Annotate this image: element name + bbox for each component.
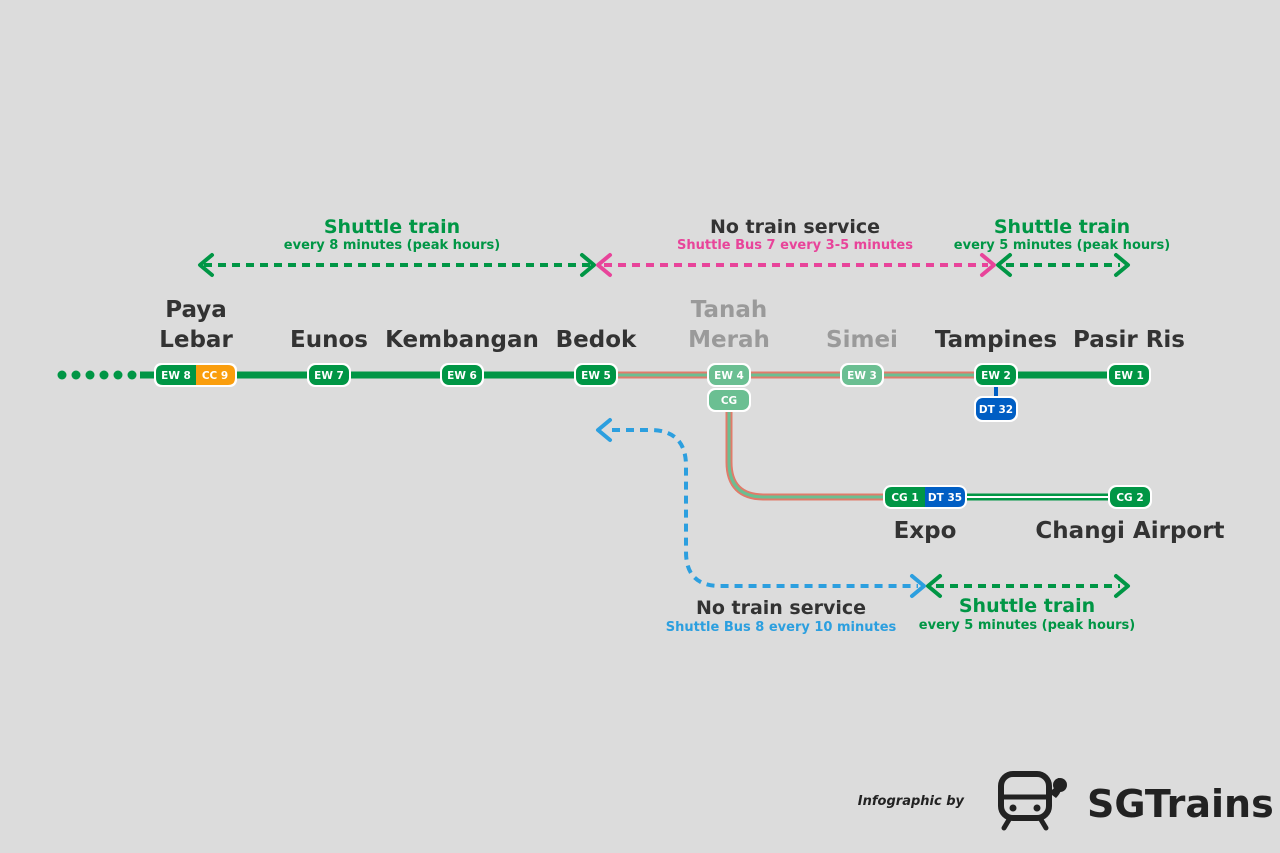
track-dot <box>113 370 123 380</box>
station-code-cg1: CG 1 <box>891 492 918 504</box>
bus7-left-arrowhead <box>596 253 612 277</box>
east-shuttle-left-arrowhead <box>996 253 1012 277</box>
airport-shuttle-subtitle: every 5 minutes (peak hours) <box>919 618 1135 633</box>
station-code-cg: CG <box>721 395 737 407</box>
west-shuttle-subtitle: every 8 minutes (peak hours) <box>284 238 500 253</box>
east-shuttle-subtitle: every 5 minutes (peak hours) <box>954 238 1170 253</box>
station-badge-changi-airport: CG 2 <box>1108 485 1152 509</box>
cg-branch-closed <box>725 400 905 501</box>
bus8-subtitle: Shuttle Bus 8 every 10 minutes <box>666 620 897 635</box>
station-name-paya-lebar-line1: Paya <box>165 297 227 323</box>
bus7-title: No train service <box>710 216 880 238</box>
station-badge-paya-lebar: EW 8 CC 9 <box>154 363 237 387</box>
bus8-right-arrowhead <box>910 574 926 598</box>
station-name-tanah-merah-line2: Merah <box>688 327 770 353</box>
east-shuttle-title: Shuttle train <box>994 216 1130 238</box>
bus7-right-arrowhead <box>980 253 996 277</box>
bus8-route-line <box>612 428 918 588</box>
station-code-ew5: EW 5 <box>581 370 611 382</box>
station-name-paya-lebar-line2: Lebar <box>159 327 233 353</box>
station-code-dt32: DT 32 <box>979 404 1013 416</box>
station-code-dt35: DT 35 <box>928 492 962 504</box>
track-dot <box>71 370 81 380</box>
bus7-annotation: No train service Shuttle Bus 7 every 3-5… <box>596 216 996 277</box>
east-shuttle-annotation: Shuttle train every 5 minutes (peak hour… <box>954 216 1170 277</box>
east-shuttle-right-arrowhead <box>1114 253 1130 277</box>
station-name-bedok: Bedok <box>556 327 637 353</box>
station-name-tanah-merah-line1: Tanah <box>691 297 768 323</box>
airport-shuttle-left-arrowhead <box>926 574 942 598</box>
closed-track-outline <box>725 400 905 501</box>
credit-label: Infographic by <box>858 794 965 809</box>
station-name-eunos: Eunos <box>290 327 368 353</box>
bus8-left-arrowhead <box>596 418 612 442</box>
station-code-ew8: EW 8 <box>161 370 191 382</box>
bus8-title: No train service <box>696 597 866 619</box>
station-code-ew4: EW 4 <box>714 370 744 382</box>
station-name-kembangan: Kembangan <box>385 327 539 353</box>
train-front-icon <box>998 771 1067 831</box>
closed-track-core <box>727 400 905 499</box>
station-badge-simei: EW 3 <box>840 363 884 387</box>
station-code-cc9: CC 9 <box>202 370 228 382</box>
station-code-cg2: CG 2 <box>1116 492 1143 504</box>
track-dot <box>85 370 95 380</box>
credit-block: Infographic by SGTrains <box>858 771 1274 831</box>
station-name-tampines: Tampines <box>935 327 1057 353</box>
track-dot <box>99 370 109 380</box>
station-name-changi-airport: Changi Airport <box>1035 518 1224 544</box>
station-code-ew3: EW 3 <box>847 370 877 382</box>
bus8-annotation: No train service Shuttle Bus 8 every 10 … <box>596 418 926 635</box>
track-dot <box>57 370 67 380</box>
station-badge-tanah-merah: EW 4 CG <box>707 363 751 412</box>
station-name-expo: Expo <box>894 518 957 544</box>
airport-shuttle-right-arrowhead <box>1114 574 1130 598</box>
station-code-ew1: EW 1 <box>1114 370 1144 382</box>
airport-shuttle-annotation: Shuttle train every 5 minutes (peak hour… <box>919 574 1135 633</box>
station-name-pasir-ris: Pasir Ris <box>1073 327 1185 353</box>
airport-shuttle-title: Shuttle train <box>959 595 1095 617</box>
west-continuation-dots <box>57 370 137 380</box>
west-shuttle-left-arrowhead <box>198 253 214 277</box>
station-badge-kembangan: EW 6 <box>440 363 484 387</box>
station-code-ew6: EW 6 <box>447 370 477 382</box>
station-badge-tampines: EW 2 DT 32 <box>974 363 1018 422</box>
station-code-ew2: EW 2 <box>981 370 1011 382</box>
station-badge-bedok: EW 5 <box>574 363 618 387</box>
bus7-subtitle: Shuttle Bus 7 every 3-5 minutes <box>677 238 913 253</box>
station-code-ew7: EW 7 <box>314 370 344 382</box>
track-dot <box>127 370 137 380</box>
west-shuttle-title: Shuttle train <box>324 216 460 238</box>
west-shuttle-right-arrowhead <box>580 253 596 277</box>
station-badge-pasir-ris: EW 1 <box>1107 363 1151 387</box>
brand-name: SGTrains <box>1087 782 1274 826</box>
west-shuttle-annotation: Shuttle train every 8 minutes (peak hour… <box>198 216 596 277</box>
station-badge-expo: CG 1 DT 35 <box>883 485 967 509</box>
station-badge-eunos: EW 7 <box>307 363 351 387</box>
station-name-simei: Simei <box>826 327 898 353</box>
